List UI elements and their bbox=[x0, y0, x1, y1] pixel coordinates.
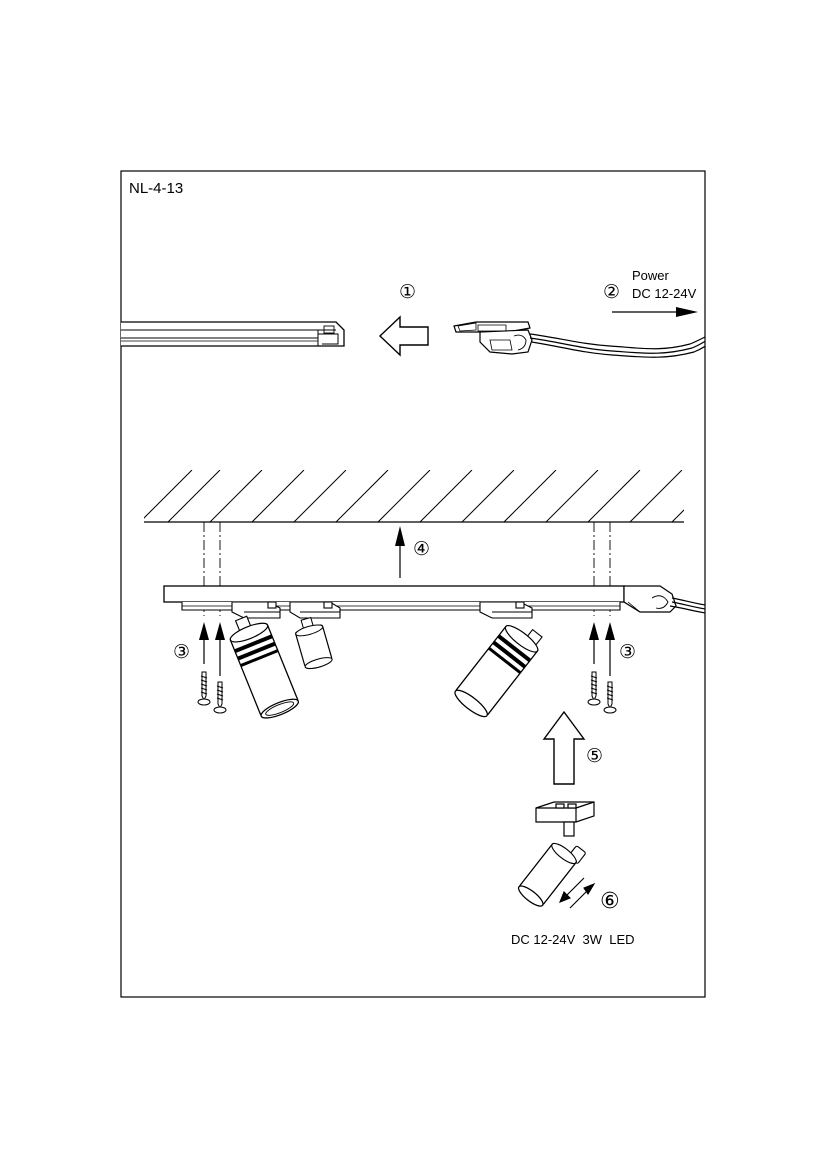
screw-arrows-right bbox=[589, 622, 615, 676]
screw-icon bbox=[587, 671, 601, 706]
rail-adapter bbox=[479, 601, 533, 619]
spotlight-small bbox=[295, 616, 333, 670]
step-3-marker-right: ③ bbox=[619, 641, 636, 663]
page-border bbox=[120, 170, 706, 998]
track-cable bbox=[669, 597, 705, 614]
spotlight-detached bbox=[517, 842, 586, 907]
step-5-marker: ⑤ bbox=[586, 745, 603, 767]
step-3-marker-left: ③ bbox=[173, 641, 190, 663]
step-2-marker: ② bbox=[603, 281, 620, 303]
rail-adapter bbox=[231, 601, 281, 619]
adjust-arrows bbox=[559, 877, 596, 909]
step-1-marker: ① bbox=[399, 281, 416, 303]
power-label: Power bbox=[632, 268, 670, 283]
screw-icon bbox=[213, 681, 227, 714]
power-cable bbox=[529, 333, 705, 358]
step-4-marker: ④ bbox=[413, 538, 430, 560]
screw-icon bbox=[197, 671, 211, 706]
power-direction-arrow bbox=[612, 307, 698, 317]
power-voltage: DC 12-24V bbox=[632, 286, 697, 301]
spotlight-large-right bbox=[454, 625, 543, 718]
end-connector bbox=[453, 321, 533, 355]
insert-arrow-up bbox=[542, 710, 586, 785]
step-6-marker: ⑥ bbox=[600, 889, 620, 914]
rail-top bbox=[121, 321, 345, 347]
rail-adapter bbox=[289, 601, 341, 619]
ceiling bbox=[144, 470, 684, 523]
screw-arrows-left bbox=[199, 622, 225, 676]
spec-label: DC 12-24V 3W LED bbox=[511, 932, 635, 947]
spotlight-large-left bbox=[229, 615, 300, 719]
screw-icon bbox=[603, 681, 617, 714]
adapter-detached bbox=[535, 801, 595, 837]
insert-arrow-left bbox=[378, 315, 429, 357]
model-number: NL-4-13 bbox=[129, 180, 183, 197]
mount-up-arrow bbox=[395, 526, 405, 578]
